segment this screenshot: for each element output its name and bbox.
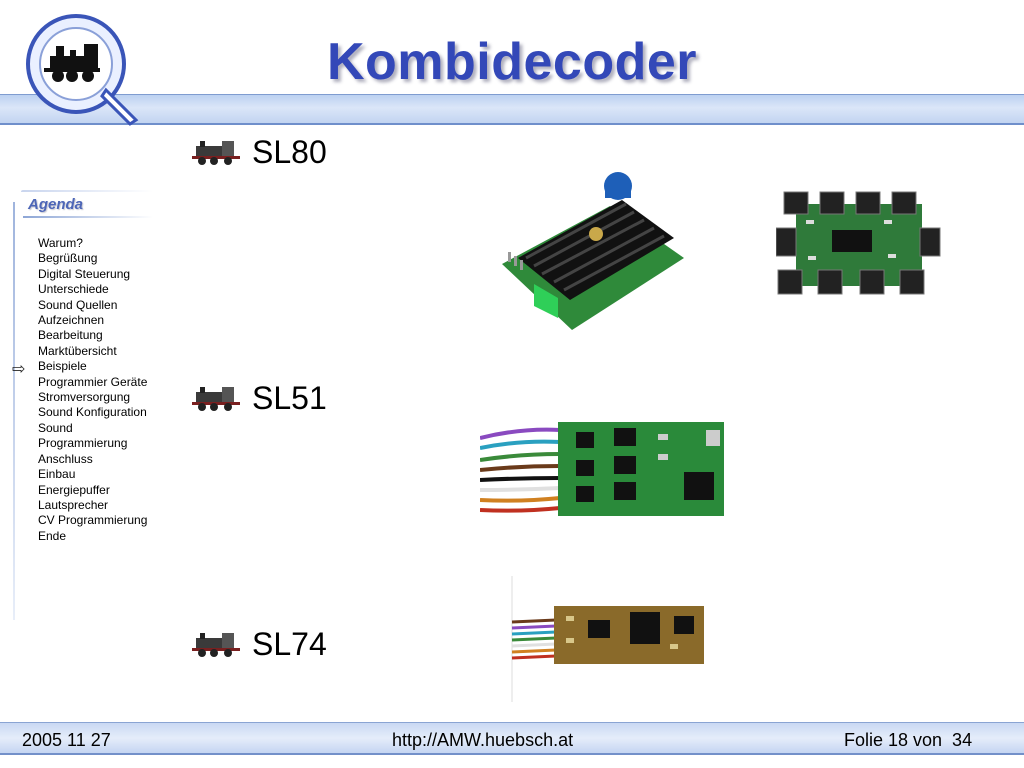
agenda-item[interactable]: Sound — [38, 420, 73, 435]
agenda-heading: Agenda — [28, 196, 84, 213]
decoder-label-sl51: SL51 — [252, 380, 327, 416]
agenda-item[interactable]: Begrüßung — [38, 251, 98, 266]
agenda-frame — [13, 190, 153, 620]
agenda-item[interactable]: Stromversorgung — [38, 390, 131, 405]
agenda-top-divider — [21, 190, 153, 192]
decoder-label-sl80: SL80 — [252, 134, 327, 170]
locomotive-icon — [192, 141, 240, 165]
agenda-heading-underline — [23, 216, 153, 218]
slide-counter: Folie 18 von 34 — [844, 730, 973, 750]
locomotive-icon — [192, 387, 240, 411]
sl51-wired-decoder-image — [480, 422, 724, 516]
agenda-item[interactable]: Lautsprecher — [38, 497, 109, 512]
agenda-vertical-divider — [13, 202, 15, 620]
title-bar — [0, 94, 1024, 125]
agenda-item[interactable]: Energiepuffer — [38, 482, 110, 497]
agenda-item[interactable]: Ende — [38, 528, 67, 543]
agenda-item[interactable]: Anschluss — [38, 451, 93, 466]
agenda-item[interactable]: Unterschiede — [38, 282, 109, 297]
agenda-item[interactable]: Aufzeichnen — [38, 313, 105, 328]
agenda-item[interactable]: CV Programmierung — [38, 513, 148, 528]
agenda-item[interactable]: Marktübersicht — [38, 343, 117, 358]
site-logo — [26, 14, 139, 126]
sl80-board-decoder-image — [776, 191, 941, 295]
current-item-arrow-icon: ⇨ — [12, 361, 26, 378]
locomotive-icon — [192, 633, 240, 657]
slide-title: Kombidecoder — [326, 33, 698, 91]
agenda-list: Warum? Begrüßung Digital Steuerung Unter… — [38, 236, 147, 544]
footer-bar — [0, 722, 1024, 755]
agenda-item[interactable]: Programmier Geräte — [38, 374, 148, 389]
agenda-item-current[interactable]: Beispiele — [38, 359, 87, 374]
sl80-heatsink-decoder-image — [502, 172, 684, 330]
agenda-item[interactable]: Digital Steuerung — [38, 266, 131, 281]
agenda-item[interactable]: Einbau — [38, 467, 76, 482]
agenda-item[interactable]: Warum? — [38, 236, 83, 250]
agenda-item[interactable]: Programmierung — [38, 436, 128, 451]
footer-url-link[interactable]: http://AMW.huebsch.at — [392, 730, 574, 750]
footer-date: 2005 11 27 — [22, 730, 111, 750]
agenda-item[interactable]: Sound Konfiguration — [38, 405, 147, 420]
agenda-item[interactable]: Sound Quellen — [38, 297, 118, 312]
agenda-item[interactable]: Bearbeitung — [38, 328, 103, 343]
sl74-wired-decoder-image — [511, 576, 704, 702]
decoder-label-sl74: SL74 — [252, 626, 327, 662]
